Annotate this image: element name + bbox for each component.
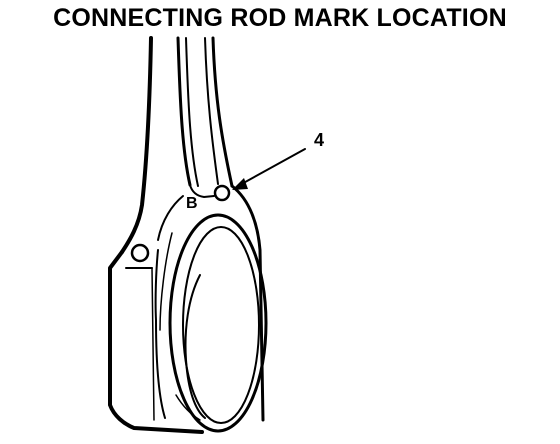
mark-circle <box>213 184 231 202</box>
bolt-hole <box>130 243 150 263</box>
callout-arrowhead <box>232 178 248 190</box>
callout-leader <box>237 148 306 187</box>
bearing-bore <box>159 213 268 433</box>
callout-number: 4 <box>314 130 324 150</box>
figure-title: CONNECTING ROD MARK LOCATION <box>53 4 507 32</box>
rod-shank <box>120 36 234 254</box>
rod-mark-letter: B <box>186 195 198 212</box>
rod-big-end <box>108 184 265 434</box>
